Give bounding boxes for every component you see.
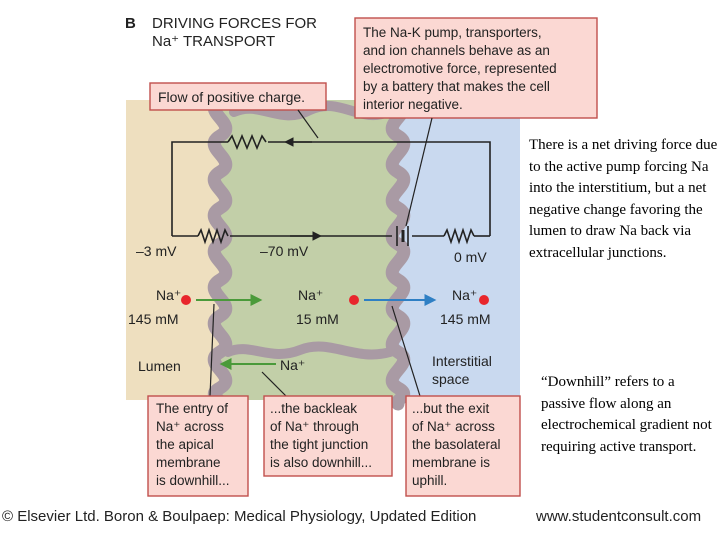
interstitial-label: Interstitial (432, 353, 492, 369)
exit-callout-line: membrane is (412, 455, 490, 470)
entry-callout-line: Na⁺ across (156, 419, 224, 434)
exit-callout-line: of Na⁺ across (412, 419, 495, 434)
exit-callout-line: uphill. (412, 473, 447, 488)
resistor-basolateral (443, 227, 475, 245)
exit-callout-line: ...but the exit (412, 401, 490, 416)
battery-callout-line: The Na-K pump, transporters, (363, 25, 542, 40)
battery-callout-line: interior negative. (363, 97, 463, 112)
ion-label-interstitium: Na⁺ (452, 287, 477, 303)
exit-callout-line: the basolateral (412, 437, 501, 452)
entry-callout-line: The entry of (156, 401, 228, 416)
potential-lumen: –3 mV (136, 243, 177, 259)
battery-callout-box (354, 17, 598, 119)
source-url: www.studentconsult.com (536, 508, 702, 525)
resistor-top (227, 133, 267, 151)
lumen-label: Lumen (138, 358, 181, 374)
panel-title-line1: DRIVING FORCES FOR (152, 15, 317, 32)
flow-callout-pointer (297, 109, 319, 139)
flow-callout-box (149, 82, 327, 111)
battery-symbol (396, 226, 409, 246)
exit-callout-pointer (391, 305, 421, 397)
potential-cell: –70 mV (260, 243, 309, 259)
entry-callout-box (147, 395, 249, 497)
net-force-note: There is a net driving force due to the … (529, 137, 718, 261)
copyright-credit: © Elsevier Ltd. Boron & Boulpaep: Medica… (2, 508, 477, 525)
battery-callout-line: by a battery that makes the cell (363, 79, 550, 94)
backleak-callout-pointer (261, 371, 287, 397)
downhill-note: “Downhill” refers to a passive flow alon… (541, 374, 712, 455)
battery-callout-line: electromotive force, represented (363, 61, 557, 76)
basolateral-membrane (385, 93, 411, 411)
panel-letter: B (125, 15, 136, 32)
backleak-callout-line: ...the backleak (270, 401, 357, 416)
ion-label-backleak: Na⁺ (280, 357, 305, 373)
ion-dot-interstitium (479, 295, 489, 305)
backleak-callout-line: of Na⁺ through (270, 419, 359, 434)
flow-callout-text: Flow of positive charge. (158, 89, 305, 105)
entry-callout-line: is downhill... (156, 473, 230, 488)
ion-dot-lumen (181, 295, 191, 305)
backleak-callout-line: the tight junction (270, 437, 368, 452)
interstitial-region (392, 100, 520, 400)
battery-callout-line: and ion channels behave as an (363, 43, 550, 58)
ion-dot-cell (349, 295, 359, 305)
conc-interstitium: 145 mM (440, 311, 491, 327)
interstitial-label: space (432, 371, 470, 387)
entry-callout-line: membrane (156, 455, 221, 470)
backleak-callout-box (263, 395, 393, 477)
apical-membrane (207, 93, 233, 411)
conc-lumen: 145 mM (128, 311, 179, 327)
resistor-apical (197, 227, 229, 245)
tight-junction (223, 341, 395, 360)
potential-interstitium: 0 mV (454, 249, 487, 265)
ion-label-lumen: Na⁺ (156, 287, 181, 303)
entry-callout-pointer (209, 303, 215, 397)
conc-cell: 15 mM (296, 311, 339, 327)
exit-callout-box (405, 395, 521, 497)
backleak-callout-line: is also downhill... (270, 455, 372, 470)
ion-label-cell: Na⁺ (298, 287, 323, 303)
battery-callout-pointer (405, 117, 433, 227)
entry-callout-line: the apical (156, 437, 214, 452)
panel-title-line2: Na⁺ TRANSPORT (152, 33, 275, 50)
